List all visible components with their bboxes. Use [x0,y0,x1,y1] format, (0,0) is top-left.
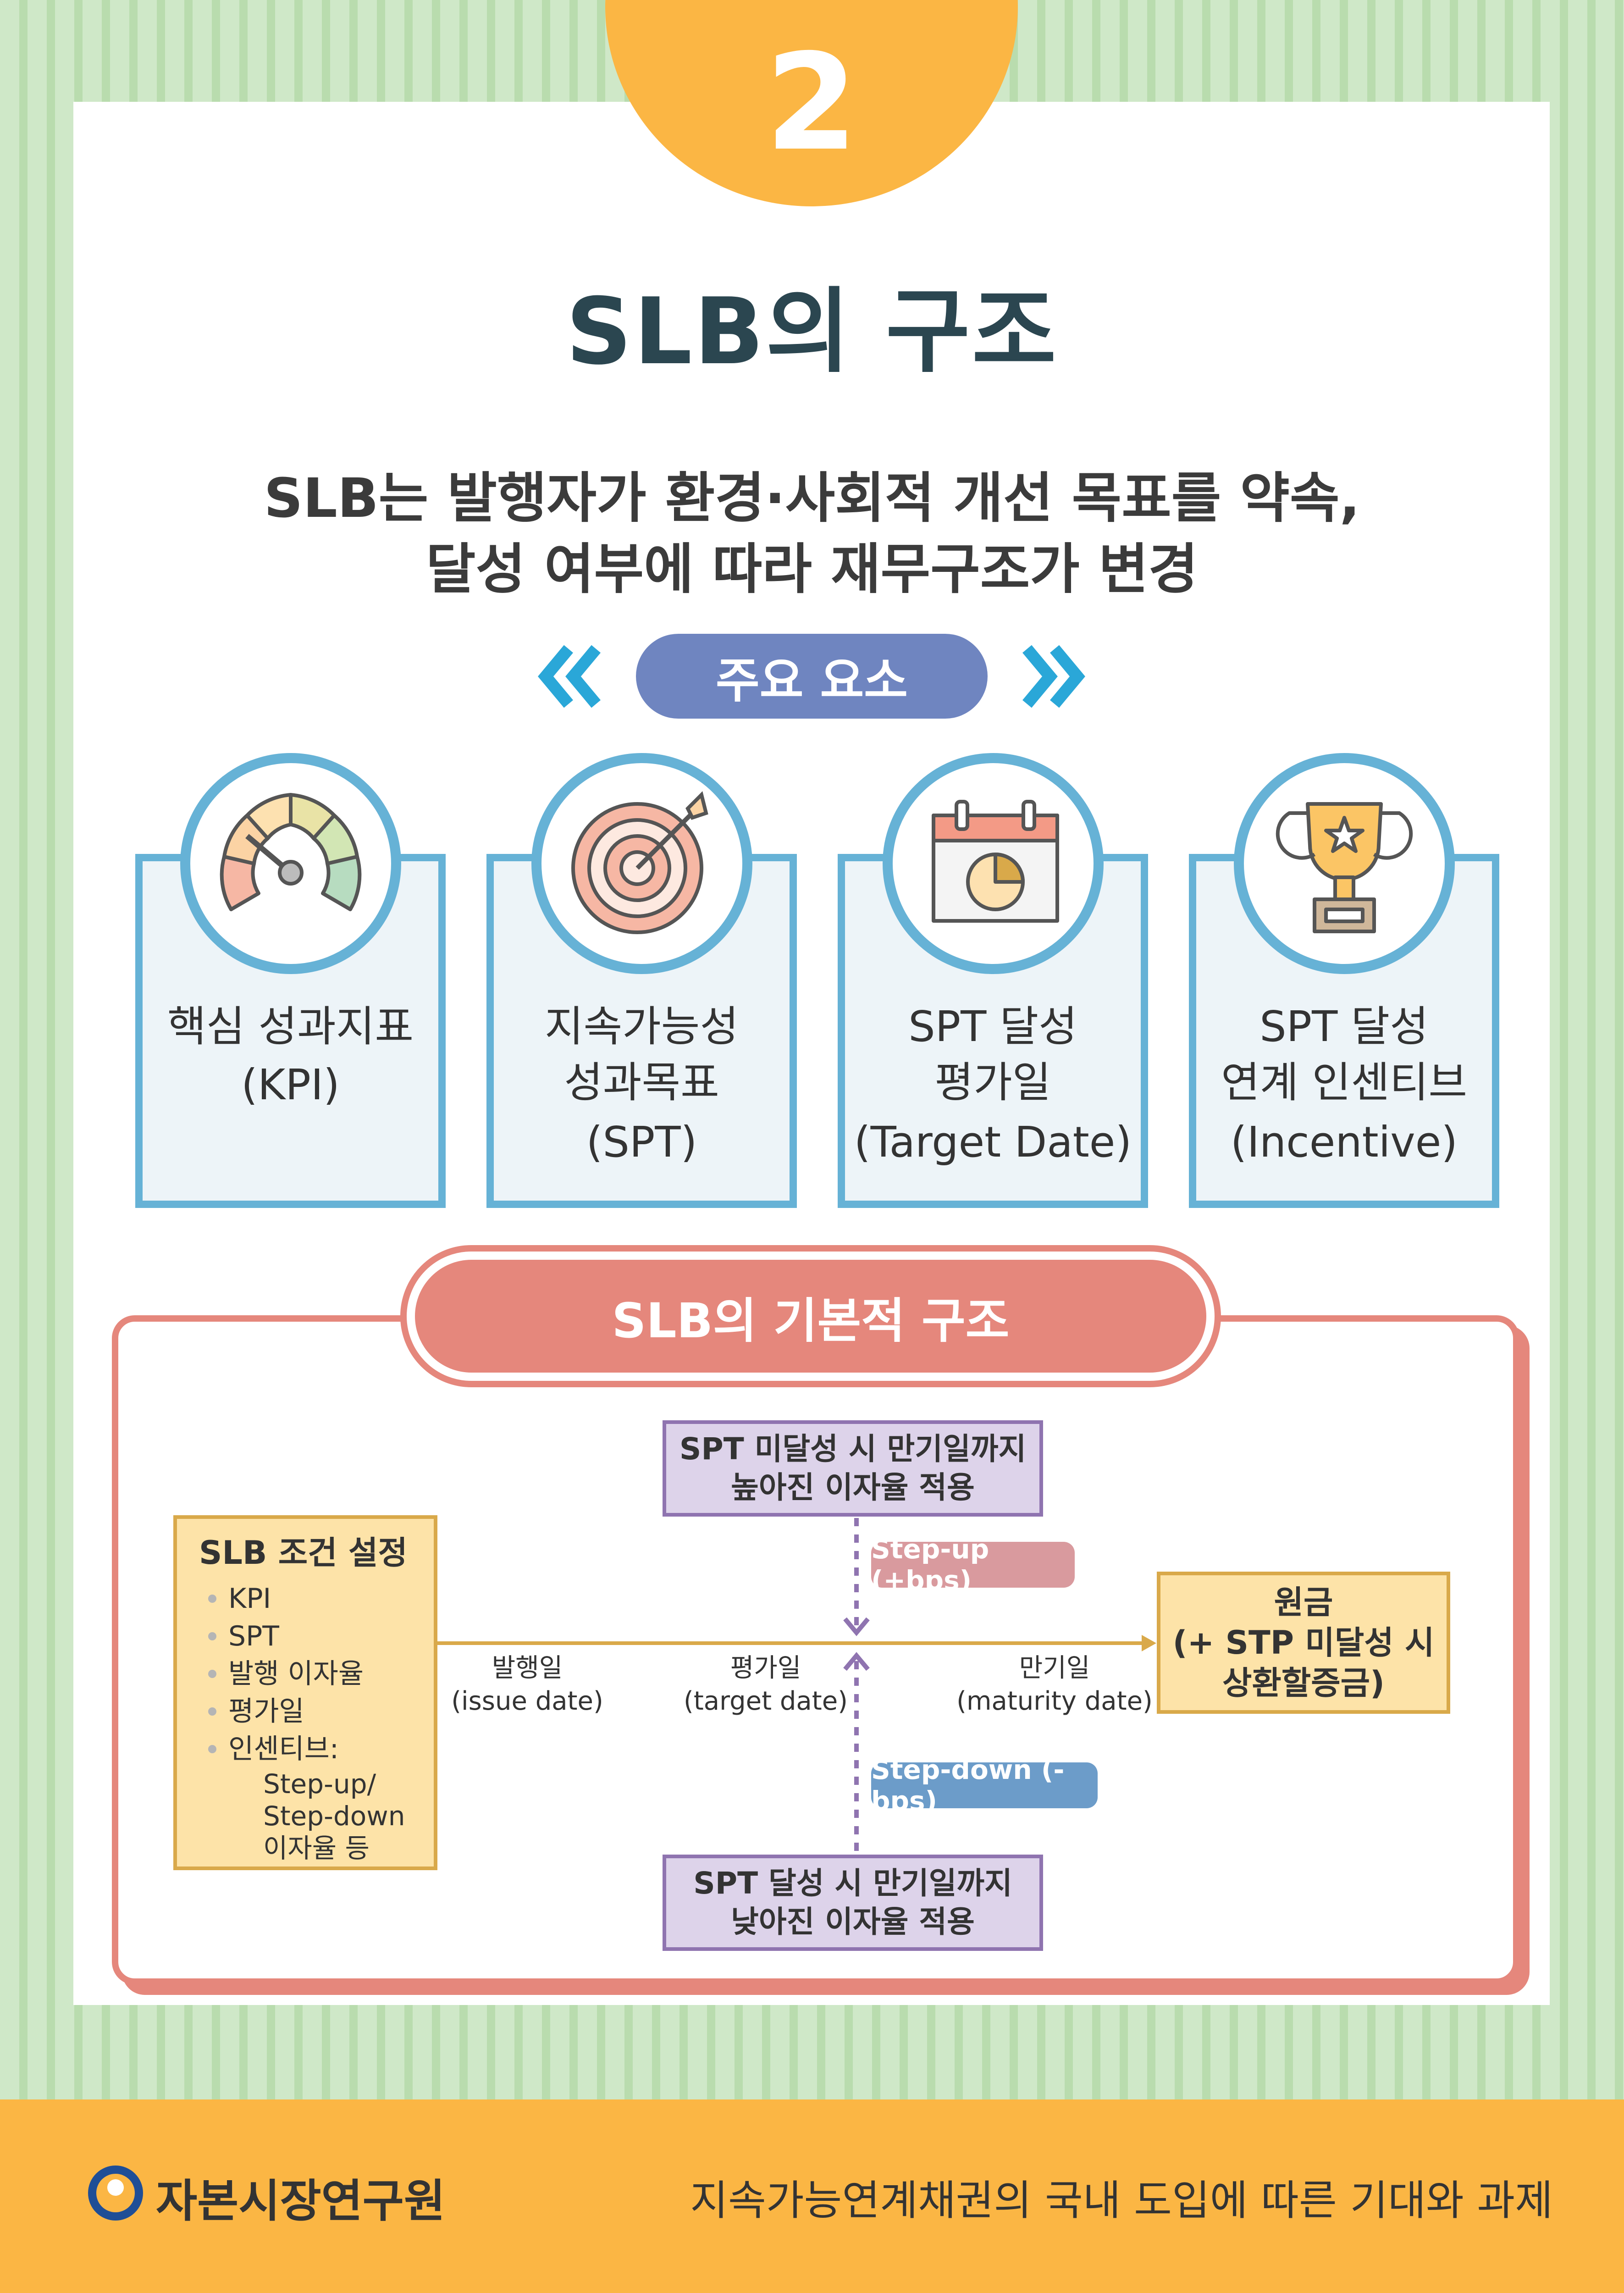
organization-name: 자본시장연구원 [156,2175,446,2227]
element-label-kpi-2: (KPI) [241,1060,340,1109]
element-label-spt-1: 지속가능성 [544,1002,739,1051]
subtitle-line-2: 달성 여부에 따라 재무구조가 변경 [425,537,1199,601]
trophy-icon [1276,802,1413,933]
bullet-icon [208,1670,216,1678]
spt-achieved-box: SPT 달성 시 만기일까지 낮아진 이자율 적용 [663,1855,1043,1951]
page-title: SLB의 구조 [566,278,1058,385]
calendar-icon [932,800,1059,923]
step-up-arrowhead [843,1617,870,1636]
spt-missed-box: SPT 미달성 시 만기일까지 높아진 이자율 적용 [663,1420,1043,1517]
element-label-kpi-1: 핵심 성과지표 [167,1002,414,1051]
double-chevron-right-icon [1022,645,1085,708]
double-chevron-left-icon [538,645,601,708]
kcmi-logo-icon [88,2166,143,2221]
condition-sub-item: Step-up/ [263,1768,376,1800]
condition-item: 평가일 [208,1693,434,1730]
step-up-tag: Step-up (+bps) [871,1534,1075,1596]
target-icon [571,791,708,934]
step-down-arrowhead [843,1652,870,1671]
condition-item: 발행 이자율 [208,1655,434,1693]
bullet-icon [208,1745,216,1753]
issue-date-label: 발행일 (issue date) [451,1653,603,1716]
timeline-arrowhead [1142,1635,1156,1651]
condition-sub-item: Step-down [263,1800,405,1832]
structure-title: SLB의 기본적 구조 [415,1260,1206,1373]
bullet-icon [208,1707,216,1716]
bullet-icon [208,1632,216,1640]
step-down-tag: Step-down (-bps) [871,1754,1098,1817]
report-title: 지속가능연계채권의 국내 도입에 따른 기대와 과제 [690,2177,1553,2225]
bullet-icon [208,1595,216,1603]
condition-item: 인센티브: [208,1730,434,1768]
condition-sub-item: 이자율 등 [263,1833,370,1864]
element-label-target-date-3: (Target Date) [854,1118,1132,1167]
footer [0,2099,1624,2293]
slb-conditions-box: SLB 조건 설정 KPI SPT 발행 이자율 평가일 인센티브: Step-… [173,1515,437,1870]
element-circle-spt [531,753,752,974]
target-date-label: 평가일 (target date) [683,1653,848,1716]
principal-box: 원금 (+ STP 미달성 시 상환할증금) [1157,1572,1450,1714]
maturity-date-label: 만기일 (maturity date) [956,1653,1153,1716]
condition-item: SPT [208,1617,434,1655]
element-label-incentive-1: SPT 달성 [1259,1002,1429,1051]
conditions-title: SLB 조건 설정 [199,1534,408,1572]
key-elements-pill: 주요 요소 [636,634,988,719]
element-label-incentive-2: 연계 인센티브 [1221,1058,1468,1107]
element-label-spt-2: 성과목표 [564,1058,719,1107]
element-label-spt-3: (SPT) [586,1118,697,1167]
condition-item: KPI [208,1580,434,1617]
gauge-icon [220,793,362,911]
element-label-target-date-2: 평가일 [934,1058,1051,1107]
subtitle-line-1: SLB는 발행자가 환경·사회적 개선 목표를 약속, [264,466,1360,530]
section-number: 2 [765,26,858,180]
element-label-target-date-1: SPT 달성 [908,1002,1077,1051]
element-label-incentive-3: (Incentive) [1230,1118,1458,1167]
